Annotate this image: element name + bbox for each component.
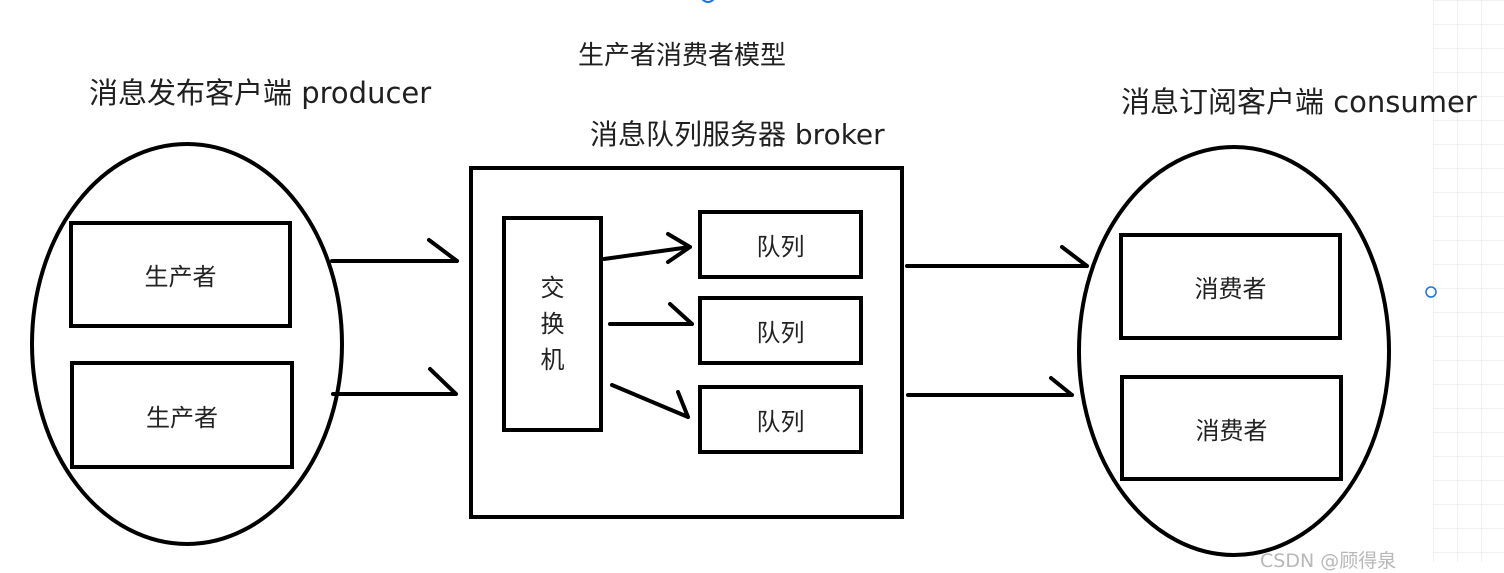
consumer-node-1-box — [1119, 233, 1342, 340]
arrows — [330, 232, 1089, 419]
queue-2-label: 队列 — [756, 319, 805, 347]
queue-2-box — [698, 296, 863, 365]
exchange-label-char-2: 换 — [540, 310, 565, 338]
page-title: 生产者消费者模型 — [578, 41, 787, 71]
producer-client-label: 消息发布客户端 producer — [89, 76, 432, 110]
exchange-to-queue-2-arrow — [608, 302, 694, 326]
broker-to-consumer-1-arrow — [905, 245, 1089, 268]
grid-background — [1433, 0, 1504, 562]
broker-to-consumer-2-arrow — [906, 376, 1074, 397]
producer-2-to-broker-arrow — [331, 367, 458, 396]
producer-1-to-broker-arrow — [330, 238, 459, 263]
exchange-to-queue-1-arrow — [602, 232, 692, 264]
producer-client-ellipse — [30, 142, 344, 546]
producer-node-1-label: 生产者 — [144, 263, 217, 291]
broker-box — [469, 166, 904, 519]
broker-label: 消息队列服务器 broker — [590, 118, 885, 151]
queue-3-label: 队列 — [756, 408, 805, 436]
producer-node-1-box — [69, 221, 292, 328]
top-blue-mark — [701, 0, 715, 3]
consumer-node-1-label: 消费者 — [1194, 275, 1267, 303]
watermark: CSDN @顾得泉 — [1260, 550, 1397, 572]
queue-3-box — [698, 385, 863, 454]
producer-node-2-label: 生产者 — [146, 403, 218, 432]
queue-1-label: 队列 — [756, 233, 805, 261]
producer-node-2-box — [70, 361, 294, 469]
exchange-label-char-3: 机 — [540, 346, 565, 374]
consumer-node-2-box — [1120, 375, 1343, 481]
exchange-to-queue-3-arrow — [610, 383, 690, 419]
blue-connector-dot — [1425, 286, 1437, 298]
consumer-client-ellipse — [1077, 145, 1391, 557]
queue-1-box — [698, 210, 863, 279]
exchange-box — [502, 216, 603, 432]
exchange-label: 交 换 机 — [504, 218, 601, 430]
exchange-label-char-1: 交 — [540, 274, 565, 302]
consumer-client-label: 消息订阅客户端 consumer — [1121, 85, 1477, 119]
consumer-node-2-label: 消费者 — [1195, 416, 1268, 445]
